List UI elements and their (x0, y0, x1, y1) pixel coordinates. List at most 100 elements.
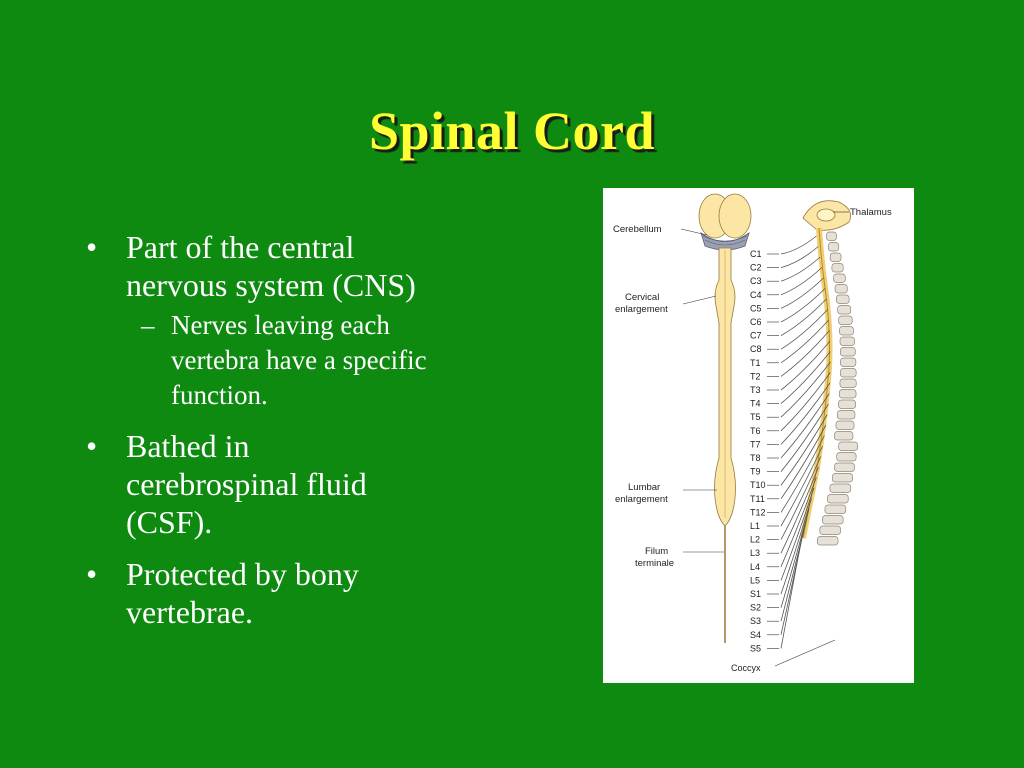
vertebra-l3 (834, 462, 855, 472)
nerve-root-c2 (780, 246, 819, 268)
vertebrae (816, 231, 858, 546)
nerve-root-t1 (780, 319, 829, 364)
segment-label-c6: C6 (750, 317, 762, 327)
left-labels: Cerebellum Cervical enlargement Lumbar e… (613, 224, 724, 569)
vertebra-t6 (839, 368, 857, 378)
segment-label-t2: T2 (750, 371, 761, 381)
vertebra-t5 (840, 357, 857, 367)
nerve-root-l4 (780, 477, 817, 567)
segment-labels: C1C2C3C4C5C6C7C8T1T2T3T4T5T6T7T8T9T10T11… (750, 249, 836, 667)
nerve-root-c4 (780, 267, 823, 296)
vertebra-t10 (836, 410, 856, 420)
bullet-line: cerebrospinal fluid (126, 466, 367, 502)
vertebra-t11 (835, 420, 855, 430)
bullet-line: Part of the central (126, 229, 355, 265)
segment-label-t7: T7 (750, 439, 761, 449)
vertebra-s5 (816, 536, 839, 546)
label-lumbar-2: enlargement (615, 494, 668, 505)
nerve-root-t12 (780, 435, 825, 513)
nerve-root-c8 (780, 309, 828, 350)
segment-label-t9: T9 (750, 467, 761, 477)
nerve-root-c5 (780, 277, 824, 309)
spinal-cord-diagram: Cerebellum Cervical enlargement Lumbar e… (603, 188, 914, 683)
nerve-root-s1 (780, 498, 812, 595)
vertebra-t8 (838, 389, 857, 399)
vertebra-s1 (827, 494, 849, 504)
nerve-root-t4 (780, 351, 831, 404)
bullet-dot-icon: • (86, 556, 98, 592)
diagram-svg: Cerebellum Cervical enlargement Lumbar e… (613, 193, 892, 673)
nerve-root-t2 (780, 330, 830, 377)
bullet-line: nervous system (CNS) (126, 267, 416, 303)
label-thalamus: Thalamus (850, 207, 892, 218)
sub-bullet-line: vertebra have a specific (171, 345, 427, 375)
vertebra-t12 (834, 431, 854, 441)
segment-label-c8: C8 (750, 344, 762, 354)
bullet-line: Bathed in (126, 428, 250, 464)
segment-label-c7: C7 (750, 331, 762, 341)
segment-label-t11: T11 (750, 494, 765, 504)
segment-label-c2: C2 (750, 263, 762, 273)
bullet-line: vertebrae. (126, 594, 254, 630)
segment-label-t3: T3 (750, 385, 761, 395)
segment-label-t8: T8 (750, 453, 761, 463)
segment-label-c3: C3 (750, 276, 762, 286)
segment-label-l4: L4 (750, 562, 760, 572)
vertebra-c4 (831, 263, 844, 273)
spinal-nerves (780, 235, 831, 649)
segment-label-s5: S5 (750, 643, 761, 653)
spinal-cord-front (714, 247, 736, 643)
dash-icon: – (141, 310, 155, 340)
label-cerebellum: Cerebellum (613, 224, 662, 235)
nerve-root-l1 (780, 445, 823, 527)
label-cervical: Cervical (625, 292, 659, 303)
segment-label-s1: S1 (750, 589, 761, 599)
nerve-root-l2 (780, 456, 822, 540)
vertebra-t3 (839, 336, 855, 346)
bullet-dot-icon: • (86, 428, 98, 464)
vertebra-t7 (839, 378, 857, 388)
vertebra-s3 (822, 515, 844, 525)
label-coccyx: Coccyx (731, 663, 761, 673)
bullet-line: Protected by bony (126, 556, 359, 592)
vertebra-t4 (840, 347, 856, 357)
nerve-root-l5 (780, 487, 815, 581)
bullet-dot-icon: • (86, 229, 98, 265)
segment-label-l1: L1 (750, 521, 760, 531)
nerve-root-c3 (780, 256, 821, 282)
segment-label-t12: T12 (750, 507, 766, 517)
bullet-vertebrae: • Protected by bony vertebrae. (86, 555, 516, 631)
lateral-view: Thalamus (780, 200, 892, 649)
nerve-root-t6 (780, 372, 831, 432)
slide-title: Spinal Cord (368, 101, 656, 161)
sub-bullet-line: Nerves leaving each (171, 310, 390, 340)
segment-label-s2: S2 (750, 603, 761, 613)
vertebra-c2 (827, 242, 840, 252)
label-filum: Filum (645, 546, 668, 557)
nerve-root-s5 (780, 540, 802, 649)
nerve-root-l3 (780, 466, 819, 554)
nerve-root-c1 (780, 235, 817, 255)
vertebra-c3 (829, 252, 842, 262)
segment-label-l3: L3 (750, 548, 760, 558)
vertebra-s2 (824, 504, 847, 514)
nerve-root-c7 (780, 298, 827, 336)
vertebra-c1 (826, 231, 837, 241)
brain-illustration (698, 193, 752, 251)
nerve-root-c6 (780, 288, 826, 323)
sub-bullet-nerves: – Nerves leaving each vertebra have a sp… (85, 308, 516, 413)
vertebra-t1 (838, 315, 853, 325)
label-lumbar: Lumbar (628, 482, 660, 493)
label-filum-2: terminale (635, 558, 674, 569)
vertebra-t2 (839, 326, 854, 336)
segment-label-c4: C4 (750, 290, 762, 300)
nerve-root-t11 (780, 424, 827, 500)
segment-label-t5: T5 (750, 412, 761, 422)
segment-label-t10: T10 (750, 480, 766, 490)
label-cervical-2: enlargement (615, 304, 668, 315)
sub-bullet-line: function. (171, 380, 268, 410)
vertebra-l2 (836, 452, 857, 462)
segment-label-c5: C5 (750, 303, 762, 313)
vertebra-l1 (838, 441, 858, 451)
segment-label-s4: S4 (750, 630, 761, 640)
